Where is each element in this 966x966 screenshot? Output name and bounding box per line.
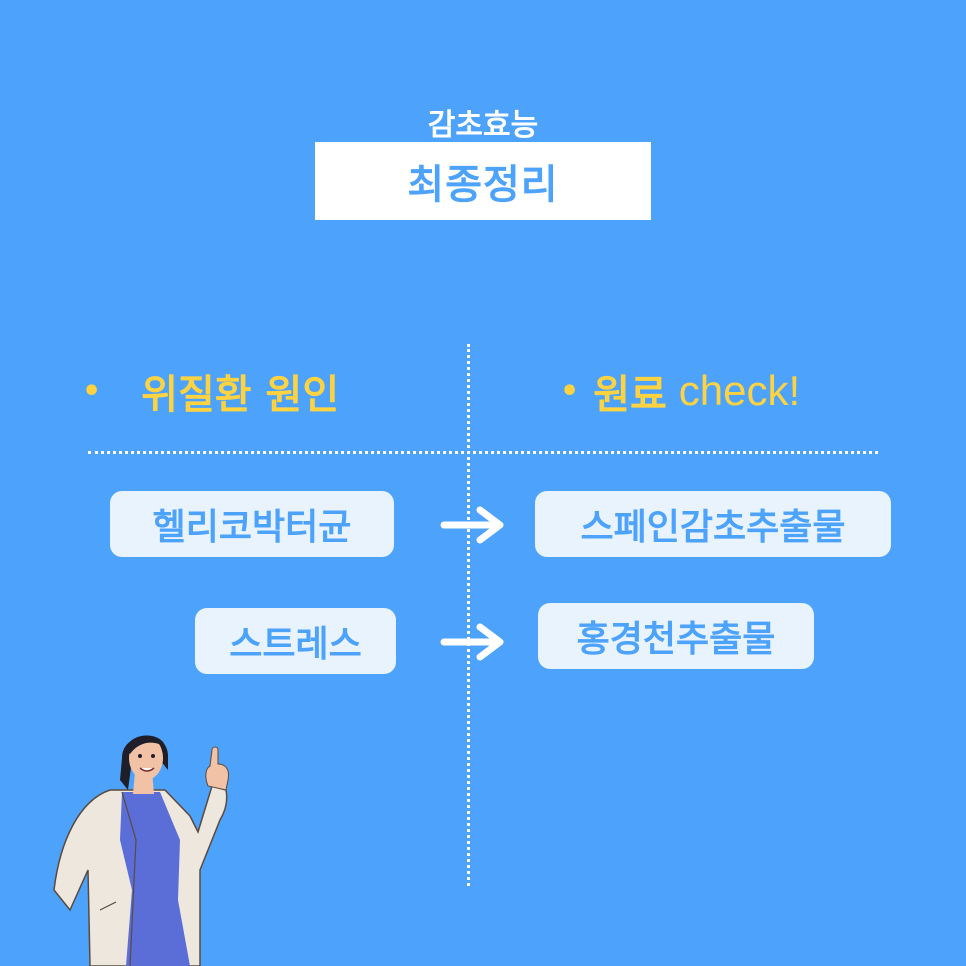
remedy-pill-rhodiola: 홍경천추출물 xyxy=(538,603,814,669)
right-arrow-icon xyxy=(440,623,504,661)
right-heading-check: check! xyxy=(678,367,801,414)
left-heading-text: 위질환 원인 xyxy=(141,372,340,418)
subtitle: 감초효능 xyxy=(427,108,539,143)
vertical-divider xyxy=(467,344,470,886)
horizontal-divider xyxy=(88,451,878,454)
cause-pill-helicobacter: 헬리코박터균 xyxy=(110,491,394,557)
title-box: 최종정리 xyxy=(315,142,651,220)
right-column-heading: • 원료 check! xyxy=(560,362,800,420)
cause-pill-stress: 스트레스 xyxy=(195,608,396,674)
left-column-heading: • 위질환 원인 xyxy=(82,362,339,420)
remedy-pill-licorice: 스페인감초추출물 xyxy=(535,491,891,557)
right-arrow-icon xyxy=(440,506,504,544)
bullet-icon: • xyxy=(560,373,580,409)
page-title: 최종정리 xyxy=(407,162,559,208)
right-heading-text: 원료 xyxy=(593,372,667,418)
pointing-doctor-illustration xyxy=(53,735,229,966)
bullet-icon: • xyxy=(82,373,102,409)
